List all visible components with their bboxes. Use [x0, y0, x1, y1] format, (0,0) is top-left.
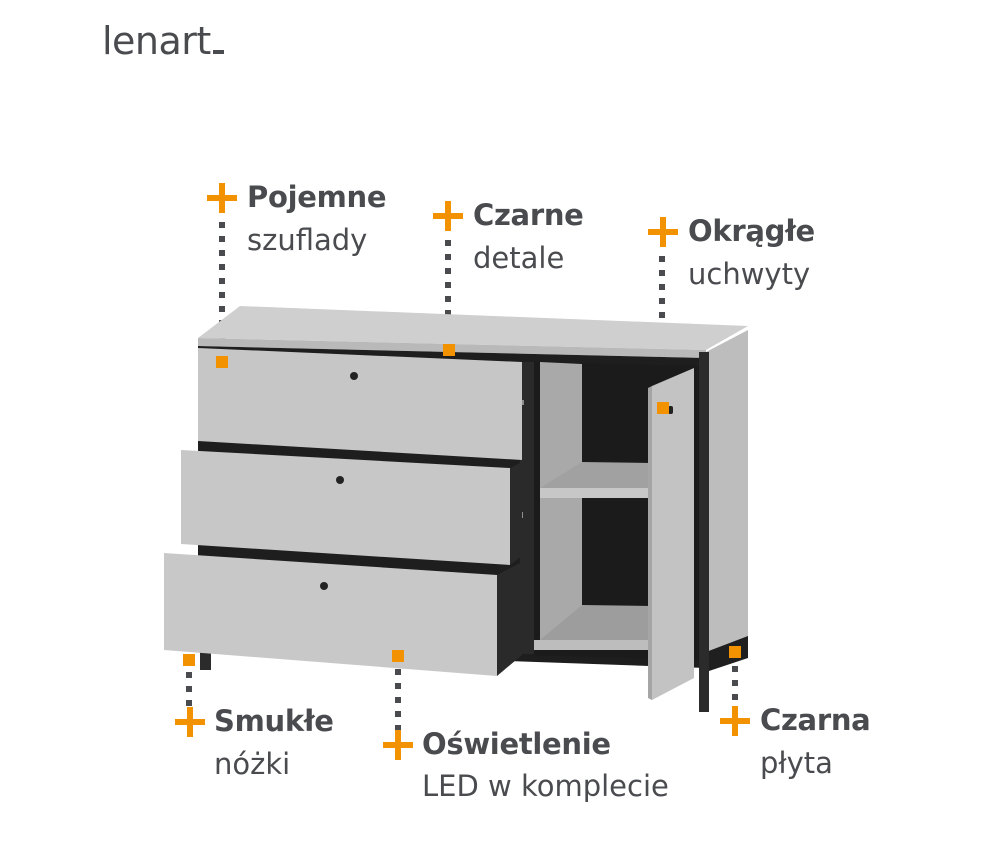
- leg-right-front: [699, 352, 709, 712]
- drawer-middle: [181, 450, 510, 565]
- drawers: [164, 348, 522, 676]
- square-marker-icon: [183, 654, 195, 666]
- callout-subtitle: detale: [473, 241, 565, 275]
- callout-subtitle: nóżki: [214, 747, 291, 781]
- logo-underscore: [212, 50, 224, 54]
- door: [648, 368, 694, 700]
- brand-logo: lenart: [102, 22, 224, 60]
- leader-legs: [186, 672, 192, 706]
- callout-title: Oświetlenie: [422, 727, 611, 761]
- drawer-middle-knob: [336, 476, 344, 484]
- drawer-top-knob: [350, 372, 358, 380]
- shelf: [540, 488, 652, 498]
- callout-title: Czarna: [760, 703, 871, 737]
- square-marker-icon: [657, 402, 669, 414]
- plus-icon: [383, 730, 413, 760]
- callout-subtitle: LED w komplecie: [422, 769, 669, 803]
- callout-title: Czarne: [473, 198, 584, 232]
- plus-icon: [720, 706, 750, 736]
- callout-title: Pojemne: [247, 180, 387, 214]
- logo-text: lenart: [102, 19, 211, 63]
- leader-black-board: [732, 666, 738, 700]
- leader-led: [395, 669, 401, 731]
- markers: [183, 344, 741, 666]
- drawer-bottom: [164, 553, 497, 676]
- plus-icon: [207, 183, 237, 213]
- drawer-top: [198, 348, 522, 460]
- square-marker-icon: [392, 650, 404, 662]
- square-marker-icon: [729, 646, 741, 658]
- callout-subtitle: uchwyty: [688, 257, 811, 291]
- side-panel: [706, 330, 748, 668]
- door-knob: [668, 406, 673, 414]
- square-marker-icon: [443, 344, 455, 356]
- plus-icon: [175, 707, 205, 737]
- plus-icon: [648, 217, 678, 247]
- door-front: [652, 368, 694, 700]
- leg-left-front: [200, 648, 211, 670]
- callout-subtitle: płyta: [760, 746, 833, 780]
- callout-subtitle: szuflady: [247, 223, 368, 257]
- partition: [540, 362, 582, 640]
- callout-title: Smukłe: [214, 704, 334, 738]
- drawer-bottom-knob: [320, 582, 328, 590]
- plus-icon: [433, 201, 463, 231]
- callout-title: Okrągłe: [688, 214, 815, 248]
- square-marker-icon: [216, 356, 228, 368]
- top-panel: [198, 306, 748, 350]
